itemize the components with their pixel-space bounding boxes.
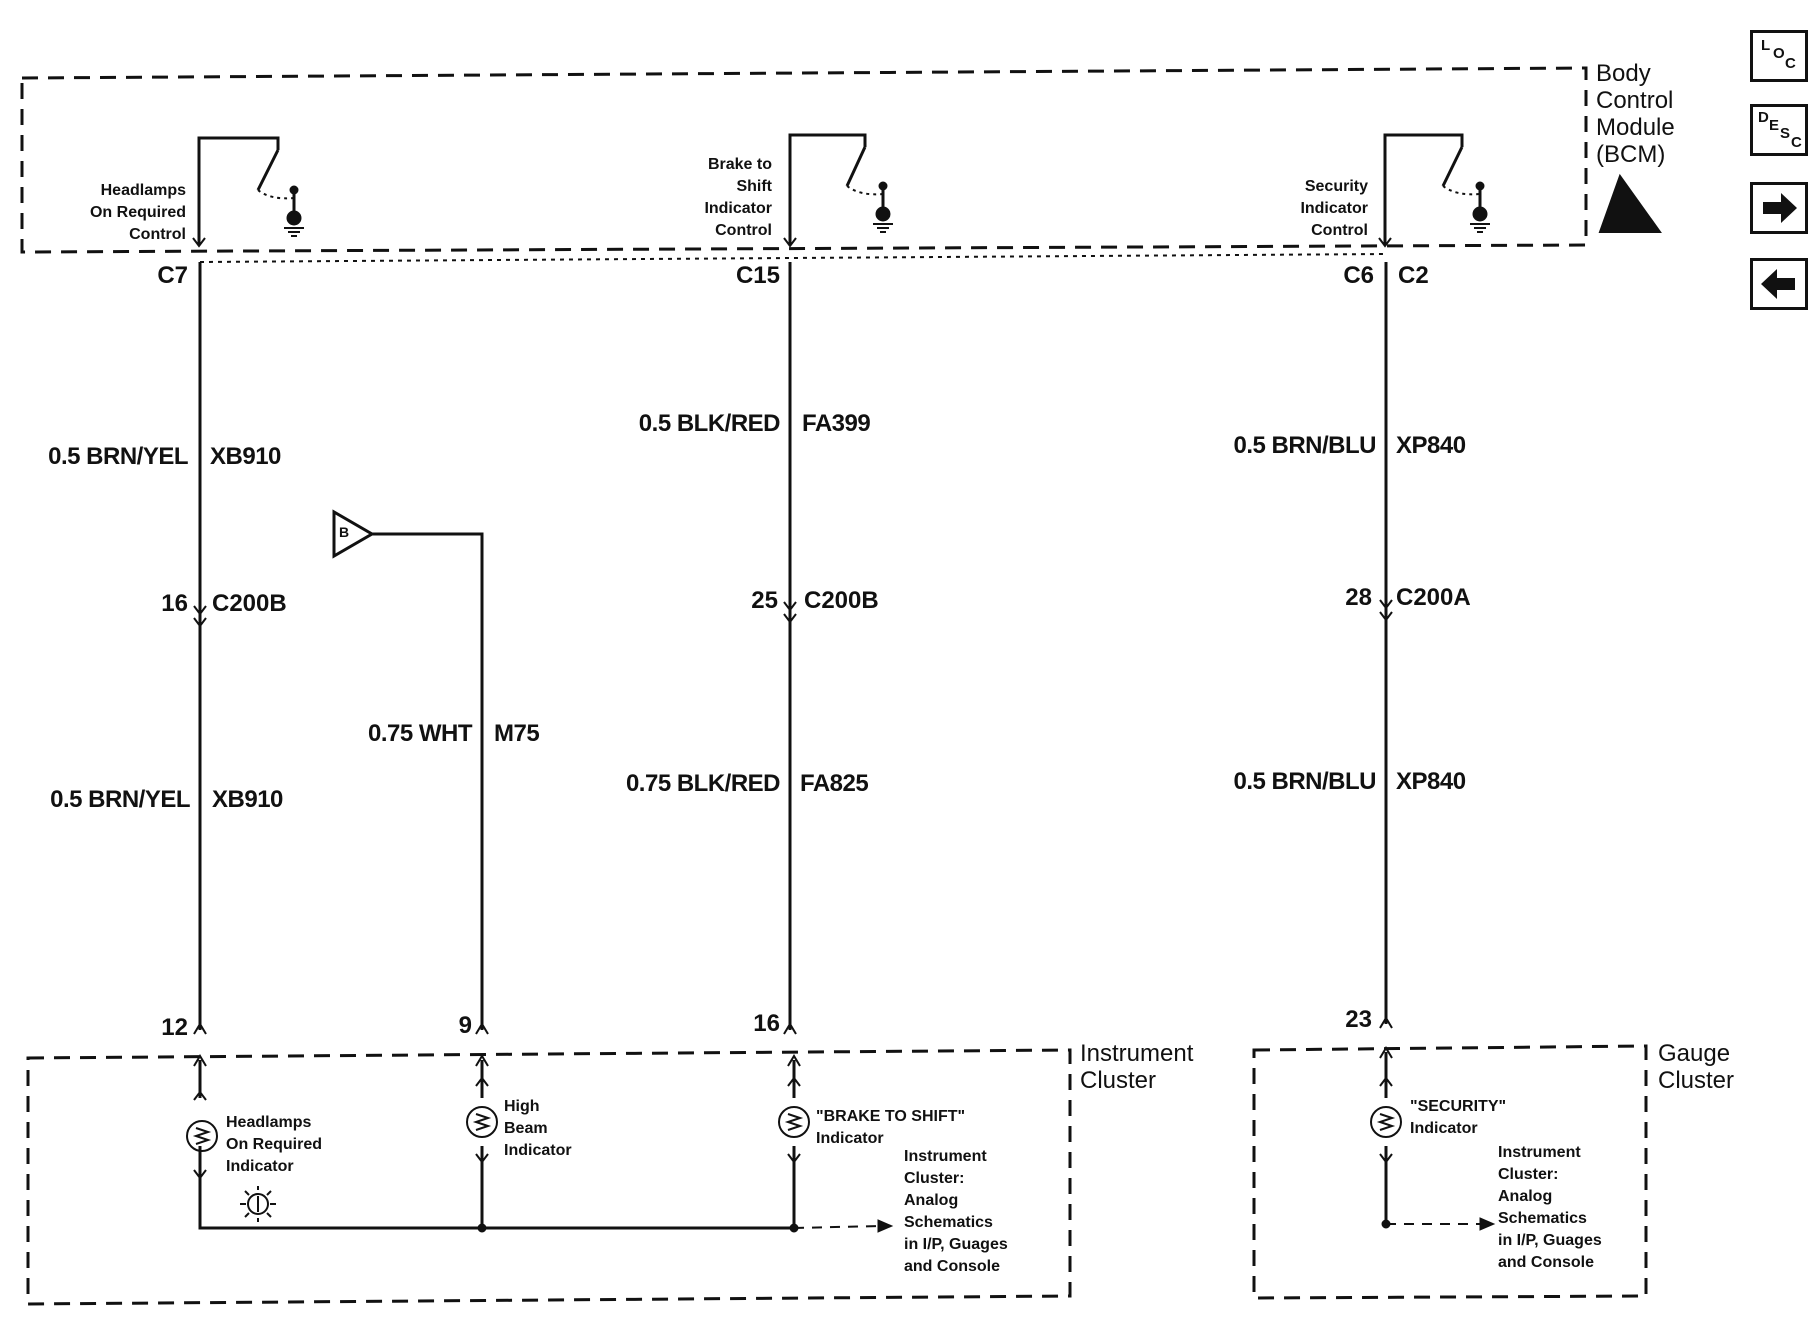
wire-4-bottom-gauge: 0.5 BRN/BLU bbox=[1233, 768, 1376, 795]
bcm-connector-line bbox=[199, 253, 1386, 263]
bcm-switch-1 bbox=[192, 136, 304, 248]
cluster-pin-23: 23 bbox=[1345, 1006, 1372, 1033]
wire-m75 bbox=[372, 532, 484, 1030]
connector-c6: C6 bbox=[1343, 262, 1374, 289]
right-arrow-icon bbox=[1763, 193, 1797, 223]
connector-c15: C15 bbox=[735, 262, 780, 289]
inline-w3-pin: 25 bbox=[751, 587, 778, 614]
wire-1-bottom-gauge: 0.5 BRN/YEL bbox=[50, 786, 190, 813]
wire-2-circuit: M75 bbox=[494, 720, 540, 747]
inline-w1-name: C200B bbox=[212, 590, 287, 617]
offpage-connector-b bbox=[332, 509, 375, 559]
security-indicator-label: "SECURITY"Indicator bbox=[1410, 1098, 1507, 1137]
led-indicator-1 bbox=[186, 1090, 218, 1180]
wire-3-bottom-gauge: 0.75 BLK/RED bbox=[625, 770, 781, 797]
bcm-label: Body Control Module (BCM) bbox=[1596, 60, 1675, 168]
wire-1-top-gauge: 0.5 BRN/YEL bbox=[48, 443, 188, 470]
inline-w4-pin: 28 bbox=[1345, 584, 1372, 611]
next-page-button[interactable] bbox=[1750, 182, 1808, 234]
wire-4-bottom-circuit: XP840 bbox=[1396, 768, 1466, 795]
location-button[interactable]: L O C bbox=[1750, 30, 1808, 82]
inline-w3-name: C200B bbox=[804, 587, 879, 614]
brake-to-shift-indicator-label: "BRAKE TO SHIFT"Indicator bbox=[816, 1108, 966, 1147]
wire-2-gauge: 0.75 WHT bbox=[367, 720, 473, 747]
connector-c2: C2 bbox=[1398, 262, 1429, 289]
bcm-switch-2 bbox=[783, 133, 893, 248]
esd-sensitive-icon bbox=[1598, 173, 1662, 233]
offpage-ref-label: B bbox=[339, 524, 350, 540]
previous-page-button[interactable] bbox=[1750, 258, 1808, 310]
cluster-pin-9: 9 bbox=[458, 1012, 472, 1039]
inline-w4-name: C200A bbox=[1396, 584, 1471, 611]
wire-3-top-circuit: FA399 bbox=[802, 410, 871, 437]
cluster-pin-16: 16 bbox=[753, 1010, 780, 1037]
cluster-pin-12: 12 bbox=[161, 1014, 188, 1041]
left-arrow-icon bbox=[1761, 269, 1795, 299]
led-indicator-3 bbox=[778, 1076, 810, 1164]
wire-3-bottom-circuit: FA825 bbox=[800, 770, 869, 797]
description-button[interactable]: D E S C bbox=[1750, 104, 1808, 156]
lamp-icon bbox=[240, 1186, 276, 1222]
inline-connector-w3 bbox=[783, 601, 797, 624]
wire-4-top-gauge: 0.5 BRN/BLU bbox=[1233, 432, 1376, 459]
instrument-cluster-boundary bbox=[26, 1048, 1072, 1306]
bcm-boundary bbox=[20, 66, 1588, 254]
connector-c7: C7 bbox=[157, 262, 188, 289]
inline-connector-w4 bbox=[1379, 599, 1393, 622]
wire-1-top-circuit: XB910 bbox=[210, 443, 281, 470]
bcm-switch-3 bbox=[1378, 133, 1490, 248]
inline-connector-w1 bbox=[193, 605, 207, 628]
gauge-cluster-boundary bbox=[1252, 1044, 1648, 1300]
inline-w1-pin: 16 bbox=[161, 590, 188, 617]
wire-4-top-circuit: XP840 bbox=[1396, 432, 1466, 459]
led-indicator-4 bbox=[1370, 1076, 1402, 1164]
wire-3-top-gauge: 0.5 BLK/RED bbox=[638, 410, 781, 437]
led-indicator-2 bbox=[466, 1076, 498, 1164]
wire-1-bottom-circuit: XB910 bbox=[212, 786, 283, 813]
